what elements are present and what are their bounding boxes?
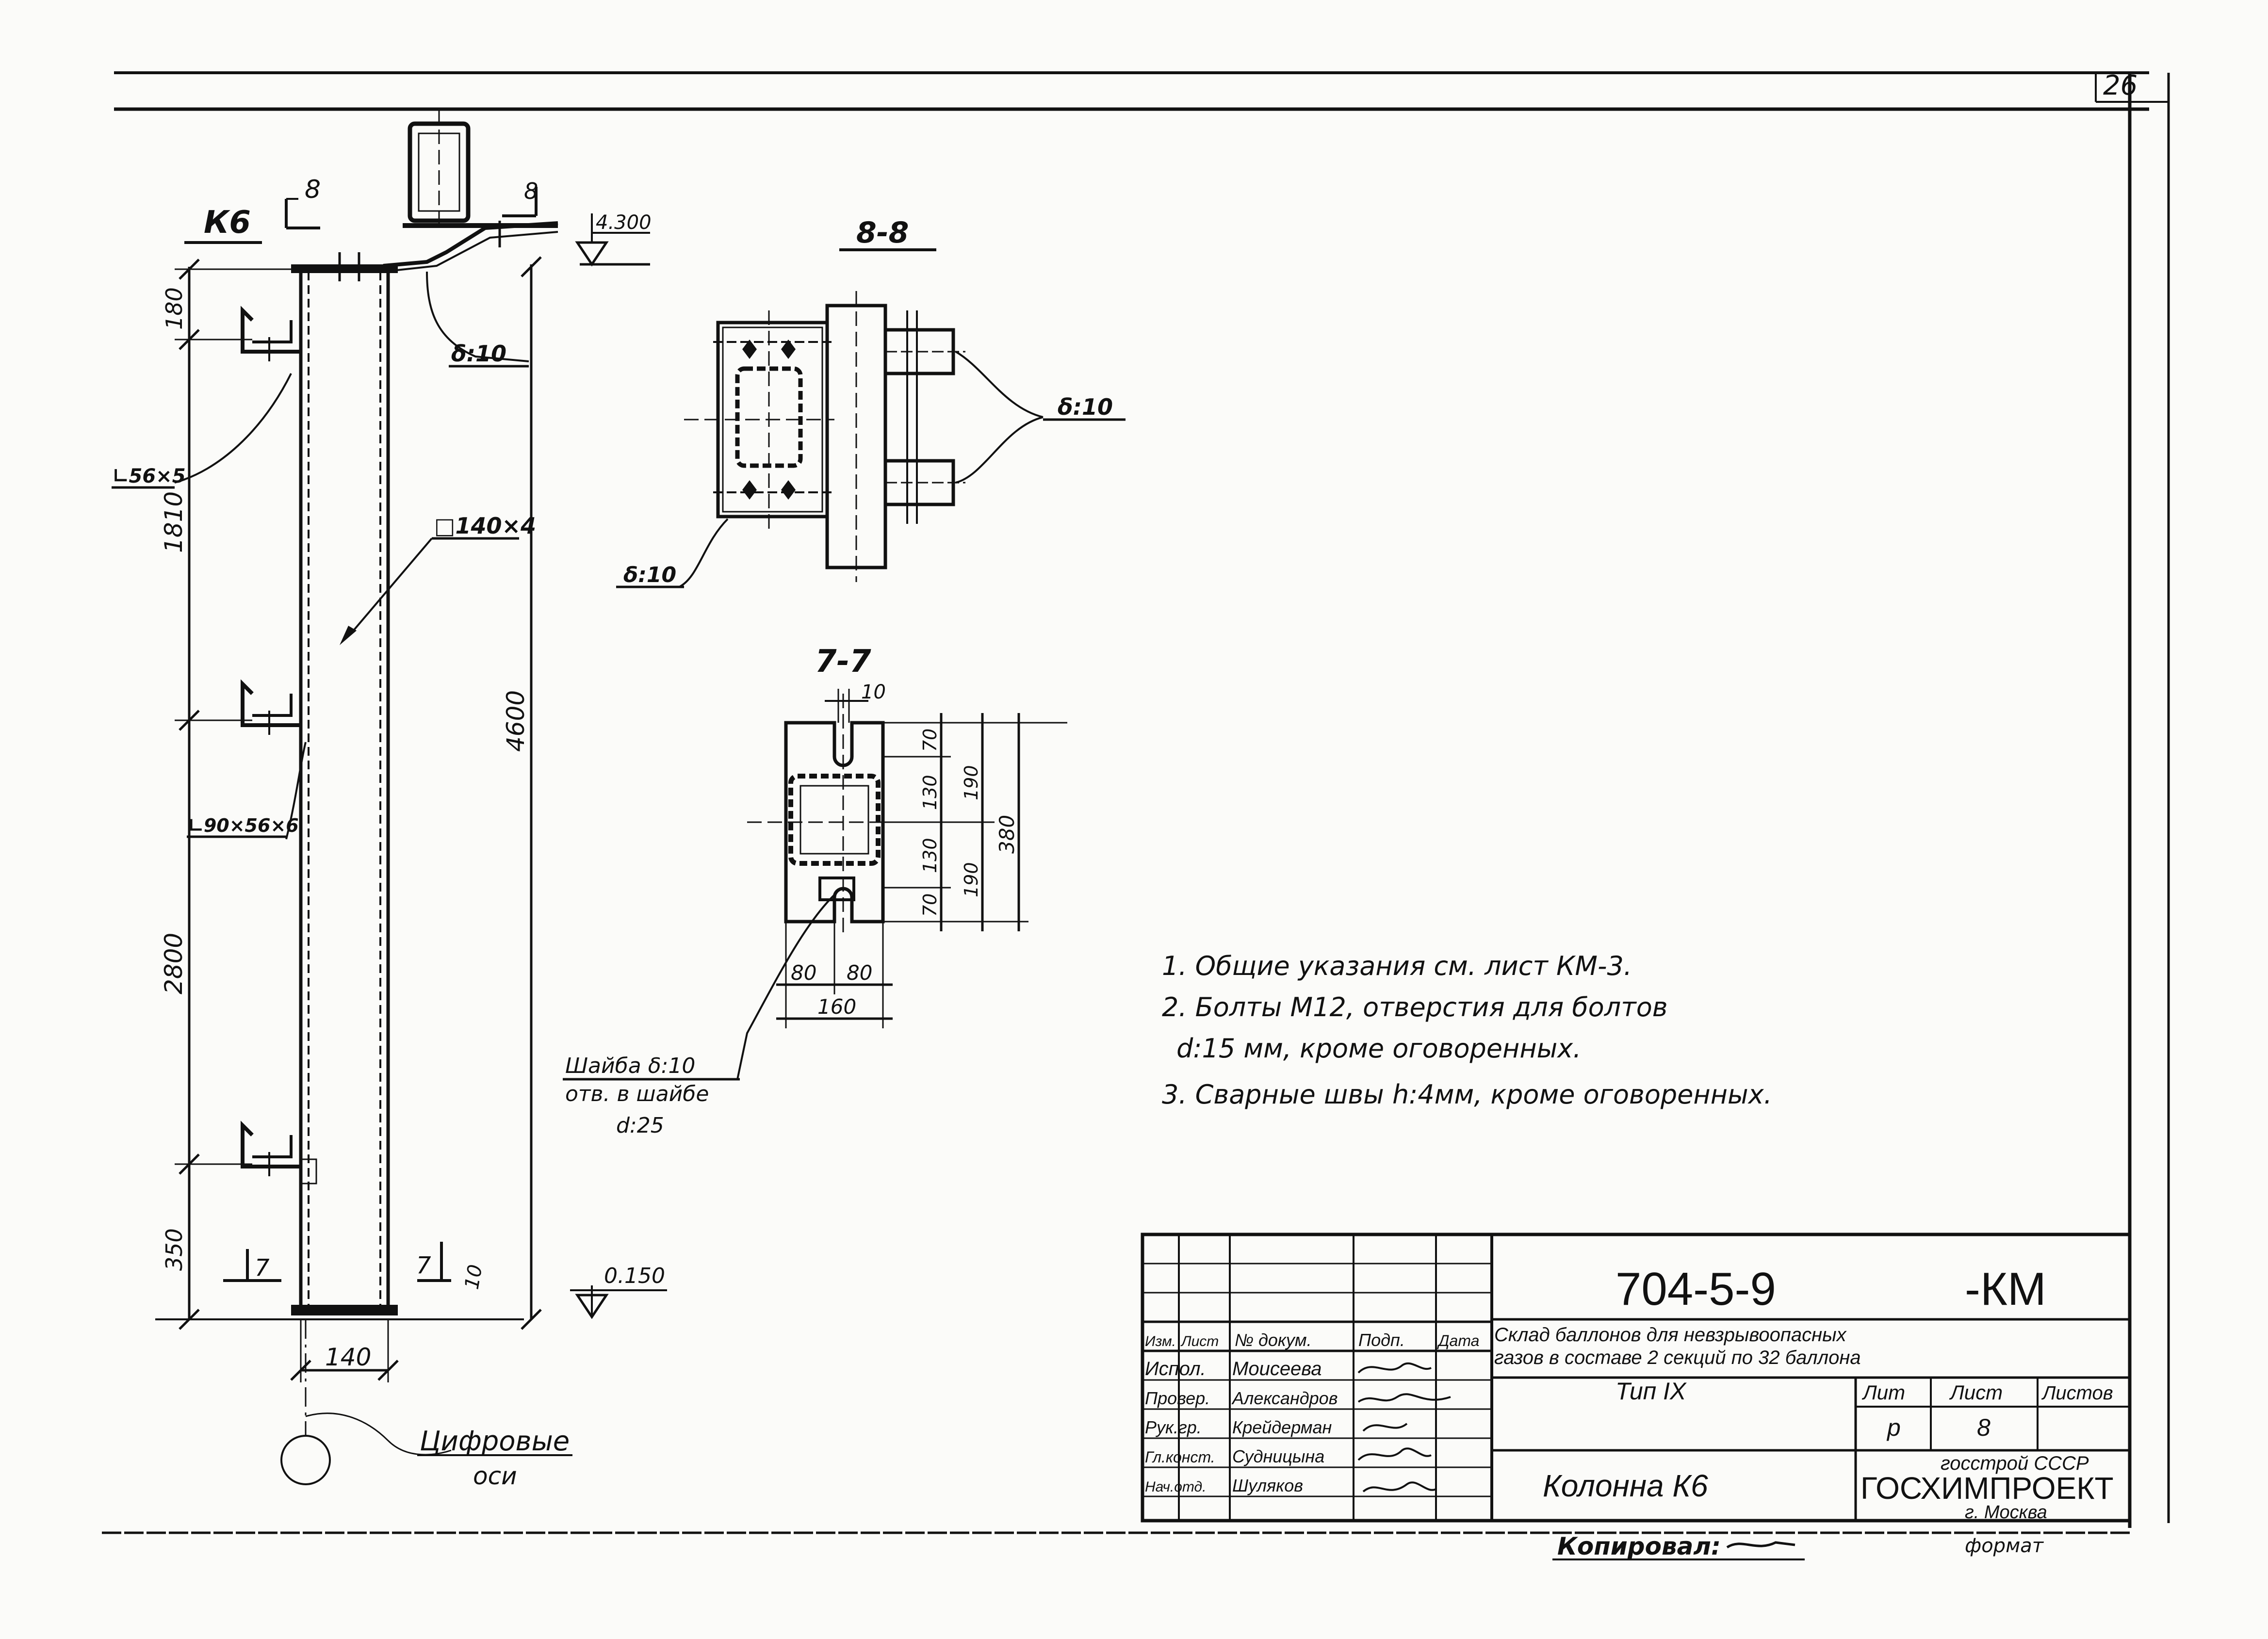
tb-type: Тип IX	[1615, 1378, 1687, 1405]
pipe-section-label: □140×4	[434, 513, 536, 539]
dim-77-r1: 70	[919, 729, 941, 752]
tb-col-date: Дата	[1437, 1332, 1479, 1349]
tb-sheets-header: Листов	[2041, 1382, 2113, 1404]
dim-77-m2: 190	[961, 862, 982, 897]
tb-name-2: Крейдерман	[1232, 1417, 1332, 1437]
note-2-cont: d:15 мм, кроме оговоренных.	[1176, 1033, 1581, 1064]
angle-bracket-label: ∟56×5	[113, 465, 186, 487]
weld-thickness-top: δ:10	[451, 341, 506, 367]
top-bolts	[330, 221, 501, 281]
section-7-7-title: 7-7	[815, 644, 871, 680]
format-label: формат	[1965, 1535, 2044, 1557]
tb-col-sign: Подп.	[1358, 1330, 1405, 1350]
elevation-top: 4.300	[596, 211, 652, 234]
dim-77-r4: 70	[919, 893, 941, 917]
tb-sheet-header: Лист	[1949, 1381, 2003, 1404]
dim-77-r2: 130	[919, 775, 941, 810]
copied-label: Копировал:	[1557, 1532, 1721, 1560]
section-7-7: 7-7 10 70 130 130 70 190 190 380	[563, 644, 1067, 1138]
tb-org-2: ГОСХИМПРОЕКТ	[1860, 1471, 2114, 1506]
dim-2800: 2800	[160, 933, 188, 994]
sheet-number: 26	[2103, 70, 2137, 101]
section-mark-8-top: 8	[305, 175, 321, 204]
dim-77-r3: 130	[919, 838, 941, 873]
signature-scribbles	[1357, 1362, 1451, 1493]
tb-sheet-value: 8	[1977, 1414, 1991, 1441]
dim-width: 140	[325, 1343, 371, 1371]
section-mark-7-right: 7	[416, 1252, 431, 1279]
dim-total: 4600	[502, 690, 530, 752]
section-7-7-dims-right	[883, 713, 1067, 931]
tb-name-4: Шуляков	[1232, 1476, 1303, 1495]
dim-77-b2: 80	[847, 961, 872, 985]
dim-1810: 1810	[160, 491, 188, 553]
tb-lit-header: Лит	[1861, 1381, 1905, 1404]
tb-project-2: газов в составе 2 секций по 32 баллона	[1494, 1347, 1861, 1368]
tb-col-list: Лист	[1180, 1333, 1219, 1349]
angle-lower-label: ∟90×56×6	[188, 815, 299, 836]
title-block	[1141, 1233, 2132, 1523]
section-mark-7-left: 7	[255, 1254, 270, 1282]
dim-77-m1: 190	[961, 765, 982, 800]
column-label: К6	[204, 205, 251, 241]
washer-label-1: Шайба δ:10	[565, 1054, 695, 1078]
axis-label-1: Цифровые	[420, 1426, 570, 1457]
dim-77-total: 380	[995, 815, 1019, 854]
elevation-bottom: 0.150	[604, 1264, 665, 1288]
washer-label-2: отв. в шайбе	[565, 1082, 709, 1106]
tb-role-4: Нач.отд.	[1145, 1479, 1206, 1495]
section-8-8-weld-right: δ:10	[1058, 394, 1113, 420]
section-mark-8-right: 8	[524, 178, 538, 204]
tb-role-0: Испол.	[1145, 1358, 1206, 1379]
note-1: 1. Общие указания см. лист КМ-3.	[1162, 951, 1632, 981]
column-elevation: 8 8 К6 4.300 0.150	[112, 109, 667, 1490]
tb-role-1: Провер.	[1145, 1388, 1210, 1408]
tb-role-3: Гл.конст.	[1145, 1448, 1215, 1466]
left-dimension-chain	[155, 259, 524, 1330]
section-8-8: 8-8 δ:10 δ:10	[616, 216, 1126, 588]
dim-10-base: 10	[461, 1263, 487, 1291]
tb-name-3: Судницына	[1232, 1446, 1324, 1466]
tb-col-izm: Изм.	[1145, 1333, 1176, 1349]
note-3: 3. Сварные швы h:4мм, кроме оговоренных.	[1162, 1079, 1772, 1110]
washer-label-3: d:25	[616, 1113, 664, 1138]
note-2: 2. Болты М12, отверстия для болтов	[1162, 992, 1668, 1022]
dim-350: 350	[161, 1228, 187, 1271]
sheet-frame	[102, 71, 2170, 1534]
dim-77-b-total: 160	[817, 995, 856, 1019]
section-8-8-weld-left: δ:10	[623, 563, 676, 587]
tb-suffix: -КМ	[1965, 1263, 2046, 1315]
general-notes: 1. Общие указания см. лист КМ-3. 2. Болт…	[1162, 951, 1772, 1110]
tb-project-1: Склад баллонов для невзрывоопасных	[1494, 1324, 1847, 1346]
dim-slot-10: 10	[861, 681, 886, 703]
tb-col-doc: № докум.	[1235, 1330, 1312, 1350]
angle-brackets	[241, 306, 317, 1185]
tb-name-0: Моисеева	[1232, 1358, 1322, 1379]
tb-code: 704-5-9	[1615, 1263, 1776, 1315]
axis-label-2: оси	[473, 1462, 517, 1490]
tb-org-3: г. Москва	[1965, 1502, 2047, 1523]
tb-drawing-name: Колонна К6	[1543, 1468, 1708, 1503]
tb-role-2: Рук.гр.	[1145, 1417, 1202, 1437]
tb-lit-value: р	[1886, 1414, 1901, 1441]
dim-180: 180	[161, 287, 187, 330]
dim-77-b1: 80	[791, 961, 816, 985]
tb-org-1: госстрой СССР	[1941, 1453, 2089, 1474]
section-8-8-title: 8-8	[856, 216, 909, 250]
tb-name-1: Александров	[1231, 1388, 1338, 1408]
